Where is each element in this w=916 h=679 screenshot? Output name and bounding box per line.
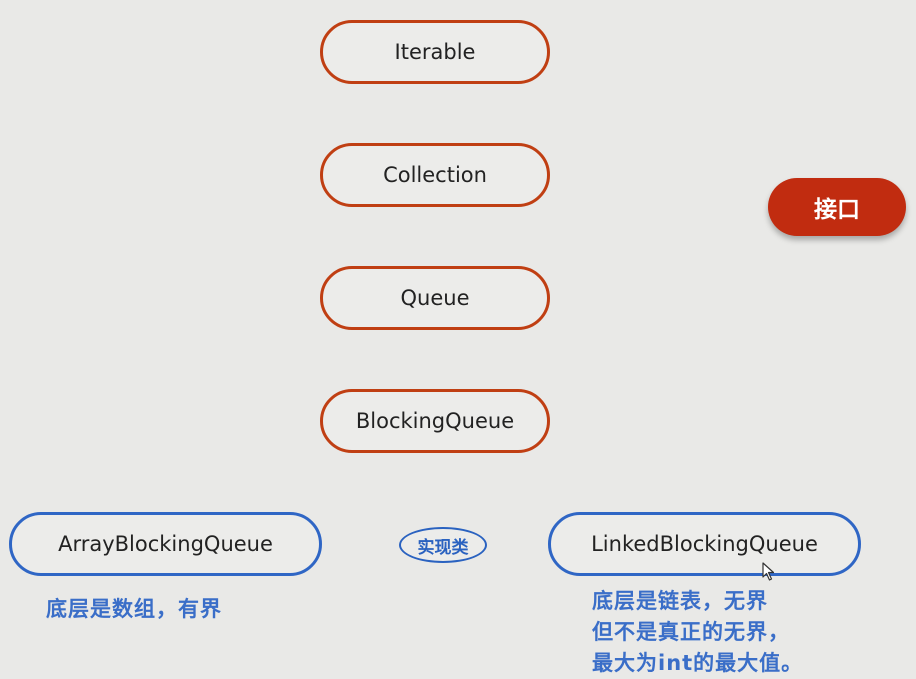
interface-blockingqueue-label: BlockingQueue — [355, 409, 515, 433]
implementation-legend-badge: 实现类 — [399, 527, 487, 563]
interface-collection: Collection — [320, 143, 550, 207]
arrayblockingqueue-note: 底层是数组，有界 — [46, 594, 222, 625]
interface-iterable: Iterable — [320, 20, 550, 84]
interface-queue: Queue — [320, 266, 550, 330]
class-arrayblockingqueue-label: ArrayBlockingQueue — [58, 532, 273, 556]
interface-legend-label: 接口 — [814, 197, 860, 223]
note-line: 底层是数组，有界 — [46, 597, 222, 621]
class-arrayblockingqueue: ArrayBlockingQueue — [9, 512, 322, 576]
class-linkedblockingqueue-label: LinkedBlockingQueue — [591, 532, 818, 556]
note-line: 最大为int的最大值。 — [592, 651, 804, 675]
note-line: 但不是真正的无界， — [592, 620, 790, 644]
interface-collection-label: Collection — [383, 163, 487, 187]
mouse-pointer-icon — [762, 562, 775, 581]
note-line: 底层是链表，无界 — [592, 589, 768, 613]
interface-legend-badge: 接口 — [768, 178, 906, 236]
class-linkedblockingqueue: LinkedBlockingQueue — [548, 512, 861, 576]
interface-blockingqueue: BlockingQueue — [320, 389, 550, 453]
implementation-legend-label: 实现类 — [417, 537, 469, 558]
linkedblockingqueue-note: 底层是链表，无界 但不是真正的无界， 最大为int的最大值。 — [592, 586, 803, 679]
interface-iterable-label: Iterable — [394, 40, 476, 64]
interface-queue-label: Queue — [400, 286, 470, 310]
